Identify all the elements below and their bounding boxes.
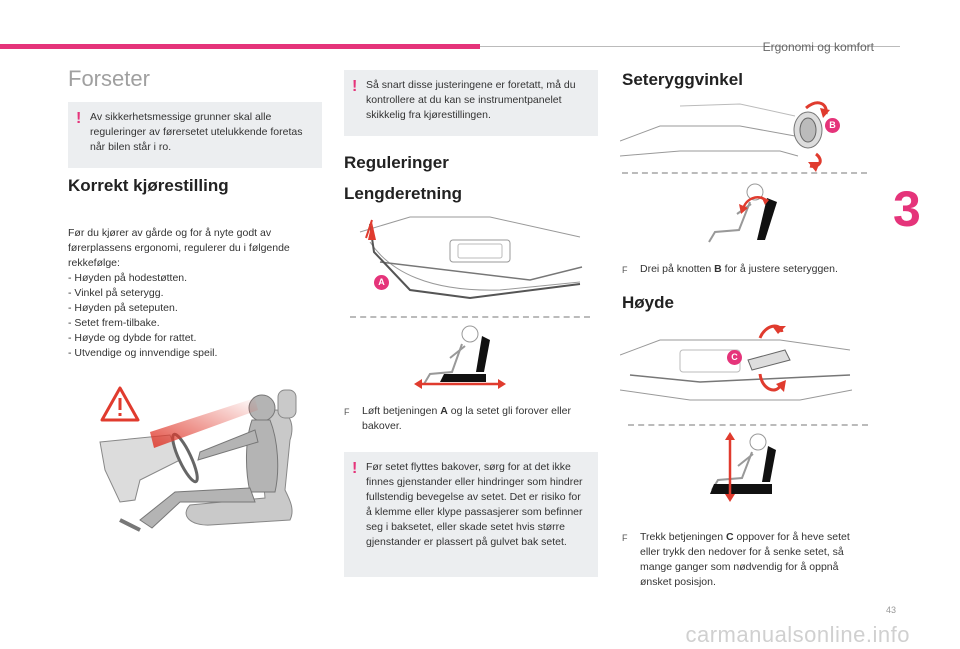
title-height: Høyde (622, 293, 674, 312)
instruction-text-post: oppover for å heve setet eller trykk den… (640, 531, 850, 588)
title-backrest-angle: Seteryggvinkel (622, 70, 743, 89)
instruction-text-pre: Trekk betjeningen (640, 531, 726, 543)
section-title: Forseter (68, 66, 150, 91)
list-item: - Setet frem-tilbake. (68, 317, 160, 329)
instruction-text-post: og la setet gli forover eller bakover. (362, 405, 571, 432)
label-b-badge: B (825, 118, 840, 133)
list-item: - Høyde og dybde for rattet. (68, 332, 197, 344)
title-adjustments: Reguleringer (344, 153, 449, 172)
driving-position-illustration (99, 386, 297, 532)
header-rule (480, 46, 900, 47)
height-lever-illustration (620, 324, 853, 401)
list-item: - Utvendige og innvendige speil. (68, 347, 218, 359)
list-item: - Høyden på seteputen. (68, 302, 178, 314)
backrest-angle-pictogram (708, 183, 777, 243)
page-number: 43 (885, 605, 896, 615)
bullet-arrow-icon: F (344, 407, 350, 417)
bullet-arrow-icon: F (622, 265, 628, 275)
control-label-b: B (714, 263, 722, 275)
dashed-divider (628, 424, 868, 426)
seat-rail-illustration (359, 216, 583, 300)
warning-text: Så snart disse justeringene er foretatt,… (366, 79, 576, 121)
height-instruction: F Trekk betjeningen C oppover for å heve… (622, 530, 872, 590)
dashed-divider (350, 316, 590, 318)
warning-text: Av sikkerhetsmessige grunner skal alle r… (90, 111, 303, 153)
warning-text: Før setet flyttes bakover, sørg for at d… (366, 461, 583, 548)
label-c-badge: C (727, 350, 742, 365)
chapter-number: 3 (893, 181, 921, 237)
warning-exclamation-icon: ! (76, 110, 82, 127)
watermark: carmanualsonline.info (685, 622, 910, 647)
warning-box-rear-obstacles: ! Før setet flyttes bakover, sørg for at… (344, 452, 598, 577)
control-label-a: A (440, 405, 448, 417)
adjustment-list: - Høyden på hodestøtten. - Vinkel på set… (68, 271, 308, 361)
height-adjust-pictogram (710, 432, 776, 502)
longitudinal-instruction: F Løft betjeningen A og la setet gli for… (344, 404, 584, 434)
label-a-badge: A (374, 275, 389, 290)
list-item: - Høyden på hodestøtten. (68, 272, 188, 284)
control-label-c: C (726, 531, 734, 543)
warning-box-instruments: ! Så snart disse justeringene er foretat… (344, 70, 598, 136)
longitudinal-adjust-pictogram (414, 325, 506, 389)
warning-exclamation-icon: ! (352, 460, 358, 477)
dashed-divider (622, 172, 867, 174)
subtitle-driving-position: Korrekt kjørestilling (68, 176, 229, 195)
subtitle-longitudinal: Lengderetning (344, 184, 463, 203)
instruction-text-post: for å justere seteryggen. (721, 263, 838, 275)
warning-box-stationary: ! Av sikkerhetsmessige grunner skal alle… (68, 102, 322, 168)
backrest-instruction: F Drei på knotten B for å justere setery… (622, 262, 872, 277)
instruction-text-pre: Løft betjeningen (362, 405, 441, 417)
instruction-text-pre: Drei på knotten (640, 263, 715, 275)
backrest-knob-illustration (620, 101, 830, 172)
chapter-title: Ergonomi og komfort (762, 40, 874, 54)
warning-exclamation-icon: ! (352, 78, 358, 95)
bullet-arrow-icon: F (622, 533, 628, 543)
list-item: - Vinkel på seterygg. (68, 287, 164, 299)
header-accent-bar (0, 44, 480, 49)
intro-text: Før du kjører av gårde og for å nyte god… (68, 227, 290, 269)
